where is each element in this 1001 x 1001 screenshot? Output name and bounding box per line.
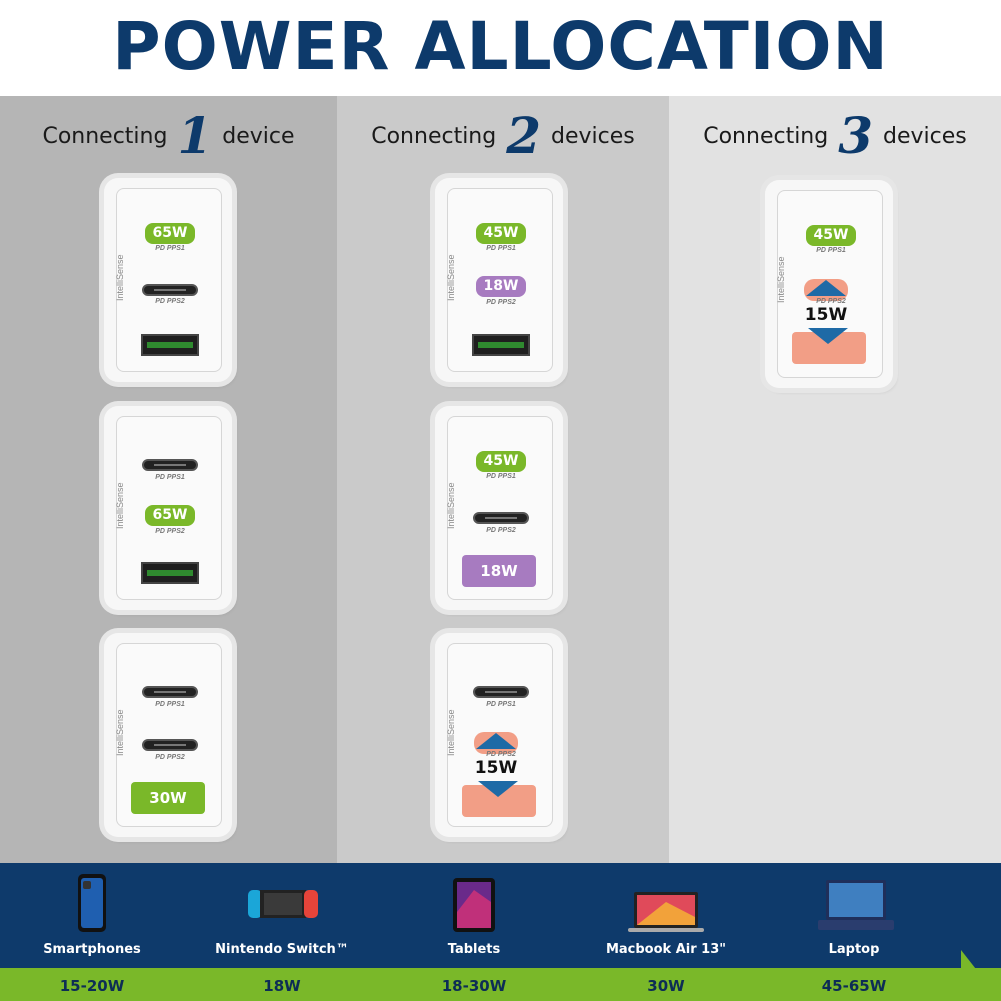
usb-a-port <box>141 334 199 356</box>
usb-c-port <box>142 739 198 751</box>
smartphone-icon <box>78 874 106 932</box>
usb-a-port <box>141 562 199 584</box>
brand-label: IntelliSense <box>776 256 786 303</box>
heading-prefix: Connecting <box>703 123 829 149</box>
charger-face: IntelliSense 45W PD PPS1 18W PD PPS2 <box>446 188 553 372</box>
port-label: PD PPS2 <box>155 298 185 305</box>
usb-c-port <box>142 284 198 296</box>
port-label: PD PPS2 <box>155 754 185 761</box>
macbook-icon <box>628 892 704 932</box>
wattage-bar <box>0 968 1001 1001</box>
usb-a-port <box>472 334 530 356</box>
charger-face: IntelliSense 65W PD PPS1 PD PPS2 <box>115 188 222 372</box>
heading-prefix: Connecting <box>42 123 168 149</box>
watt-badge: 45W <box>476 451 526 472</box>
port-label: PD PPS1 <box>486 245 516 252</box>
charger-face: IntelliSense 45W PD PPS1 PD PPS2 18W <box>446 416 553 600</box>
usb-c-port <box>142 459 198 471</box>
device-wattage: 45-65W <box>821 977 887 995</box>
brand-label: IntelliSense <box>446 254 456 301</box>
device-tablets: Tablets 18-30W <box>394 872 554 995</box>
port-label: PD PPS1 <box>155 474 185 481</box>
usb-c-port <box>473 512 529 524</box>
charger-face: IntelliSense PD PPS1 PD PPS2 30W <box>115 643 222 827</box>
device-label: Macbook Air 13" <box>605 942 727 957</box>
watt-shared-label: 15W <box>474 758 518 778</box>
watt-badge: 65W <box>145 505 195 526</box>
column-one-device: Connecting 1 device IntelliSense 65W PD … <box>0 96 337 863</box>
arrow-down-icon <box>808 328 848 344</box>
arrow-right-icon <box>961 950 1001 1001</box>
brand-label: IntelliSense <box>446 482 456 529</box>
watt-badge: 65W <box>145 223 195 244</box>
brand-label: IntelliSense <box>115 482 125 529</box>
column-heading: Connecting 1 device <box>0 106 337 165</box>
heading-number: 1 <box>177 106 213 165</box>
port-label: PD PPS1 <box>486 701 516 708</box>
port-label: PD PPS2 <box>486 299 516 306</box>
device-wattage: 15-20W <box>59 977 125 995</box>
charger-config: IntelliSense PD PPS1 65W PD PPS2 <box>104 406 232 610</box>
tablet-icon <box>453 878 495 932</box>
device-wattage: 18W <box>263 977 301 995</box>
column-three-devices: Connecting 3 devices IntelliSense 45W PD… <box>669 96 1001 863</box>
charger-face: IntelliSense 45W PD PPS1 PD PPS2 15W <box>776 190 883 378</box>
arrow-up-icon <box>806 280 846 296</box>
port-label: PD PPS1 <box>486 473 516 480</box>
watt-shared-label: 15W <box>804 305 848 325</box>
device-label: Tablets <box>447 942 501 957</box>
heading-suffix: devices <box>883 123 967 149</box>
port-label: PD PPS1 <box>155 701 185 708</box>
watt-badge: 30W <box>131 782 205 814</box>
heading-number: 3 <box>838 106 874 165</box>
port-label: PD PPS2 <box>486 527 516 534</box>
device-nintendo-switch: Nintendo Switch™ 18W <box>202 872 362 995</box>
device-laptop: Laptop 45-65W <box>774 872 934 995</box>
column-two-devices: Connecting 2 devices IntelliSense 45W PD… <box>337 96 669 863</box>
charger-face: IntelliSense PD PPS1 65W PD PPS2 <box>115 416 222 600</box>
heading-prefix: Connecting <box>371 123 497 149</box>
port-label: PD PPS2 <box>155 528 185 535</box>
device-smartphones: Smartphones 15-20W <box>12 872 172 995</box>
page-title: POWER ALLOCATION <box>112 8 889 85</box>
port-label: PD PPS2 <box>816 298 846 305</box>
heading-suffix: device <box>222 123 295 149</box>
watt-badge: 18W <box>476 276 526 297</box>
device-label: Laptop <box>828 942 880 957</box>
charger-config: IntelliSense 45W PD PPS1 PD PPS2 18W <box>435 406 563 610</box>
charger-config: IntelliSense 45W PD PPS1 18W PD PPS2 <box>435 178 563 382</box>
device-macbook: Macbook Air 13" 30W <box>586 872 746 995</box>
charger-config: IntelliSense PD PPS1 PD PPS2 30W <box>104 633 232 837</box>
arrow-up-icon <box>476 733 516 749</box>
port-label: PD PPS1 <box>155 245 185 252</box>
heading-suffix: devices <box>551 123 635 149</box>
watt-badge: 45W <box>476 223 526 244</box>
device-label: Smartphones <box>43 942 141 957</box>
column-heading: Connecting 3 devices <box>669 106 1001 165</box>
charger-config: IntelliSense 45W PD PPS1 PD PPS2 15W <box>765 180 893 388</box>
brand-label: IntelliSense <box>446 709 456 756</box>
charger-config: IntelliSense PD PPS1 PD PPS2 15W <box>435 633 563 837</box>
nintendo-switch-icon <box>248 890 318 918</box>
device-label: Nintendo Switch™ <box>215 942 349 957</box>
port-label: PD PPS2 <box>486 751 516 758</box>
brand-label: IntelliSense <box>115 254 125 301</box>
usb-c-port <box>473 686 529 698</box>
device-wattage: 18-30W <box>441 977 507 995</box>
column-heading: Connecting 2 devices <box>337 106 669 165</box>
port-label: PD PPS1 <box>816 247 846 254</box>
charger-face: IntelliSense PD PPS1 PD PPS2 15W <box>446 643 553 827</box>
usb-c-port <box>142 686 198 698</box>
watt-badge: 45W <box>806 225 856 246</box>
watt-badge: 18W <box>462 555 536 587</box>
charger-config: IntelliSense 65W PD PPS1 PD PPS2 <box>104 178 232 382</box>
arrow-down-icon <box>478 781 518 797</box>
device-wattage: 30W <box>647 977 685 995</box>
laptop-icon <box>818 880 894 930</box>
heading-number: 2 <box>506 106 542 165</box>
brand-label: IntelliSense <box>115 709 125 756</box>
